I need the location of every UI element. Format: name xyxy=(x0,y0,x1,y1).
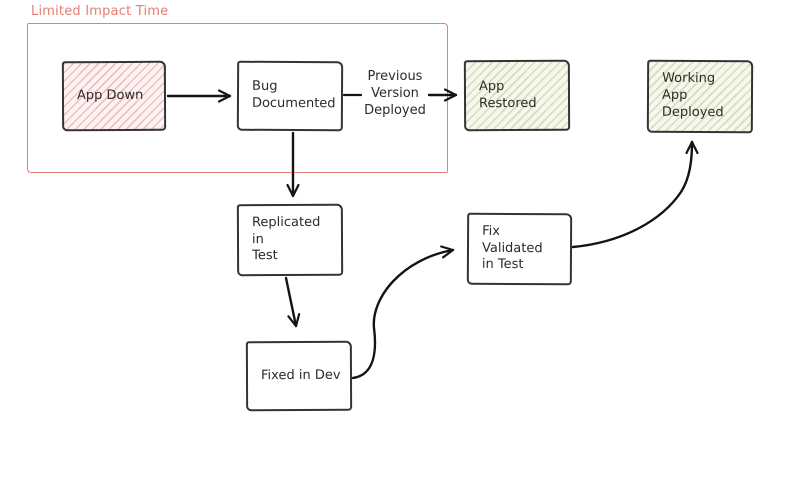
arrow-fixed-in-dev-to-fix-validated xyxy=(351,245,455,380)
node-bug-documented-label: Bug Documented xyxy=(251,78,336,112)
node-app-restored-label: App Restored xyxy=(478,78,537,111)
node-fixed-in-dev: Fixed in Dev xyxy=(245,340,353,412)
node-working-app-deployed-label: Working App Deployed xyxy=(661,70,724,121)
node-fix-validated-in-test-label: Fix Validated in Test xyxy=(481,223,543,273)
label-previous-version-deployed: Previous Version Deployed xyxy=(364,69,426,119)
arrow-fix-validated-to-working-app-deployed xyxy=(571,140,699,249)
node-fix-validated-in-test: Fix Validated in Test xyxy=(466,212,573,286)
node-app-down: App Down xyxy=(61,60,167,132)
node-working-app-deployed: Working App Deployed xyxy=(646,59,754,134)
node-app-down-label: App Down xyxy=(76,87,144,103)
node-replicated-in-test-label: Replicated in Test xyxy=(251,214,321,264)
arrow-replicated-in-test-to-fixed-in-dev xyxy=(284,276,301,328)
node-replicated-in-test: Replicated in Test xyxy=(236,203,344,277)
node-bug-documented: Bug Documented xyxy=(236,60,344,132)
limited-impact-time-label: Limited Impact Time xyxy=(31,4,169,19)
node-app-restored: App Restored xyxy=(463,59,571,132)
node-fixed-in-dev-label: Fixed in Dev xyxy=(260,367,341,383)
